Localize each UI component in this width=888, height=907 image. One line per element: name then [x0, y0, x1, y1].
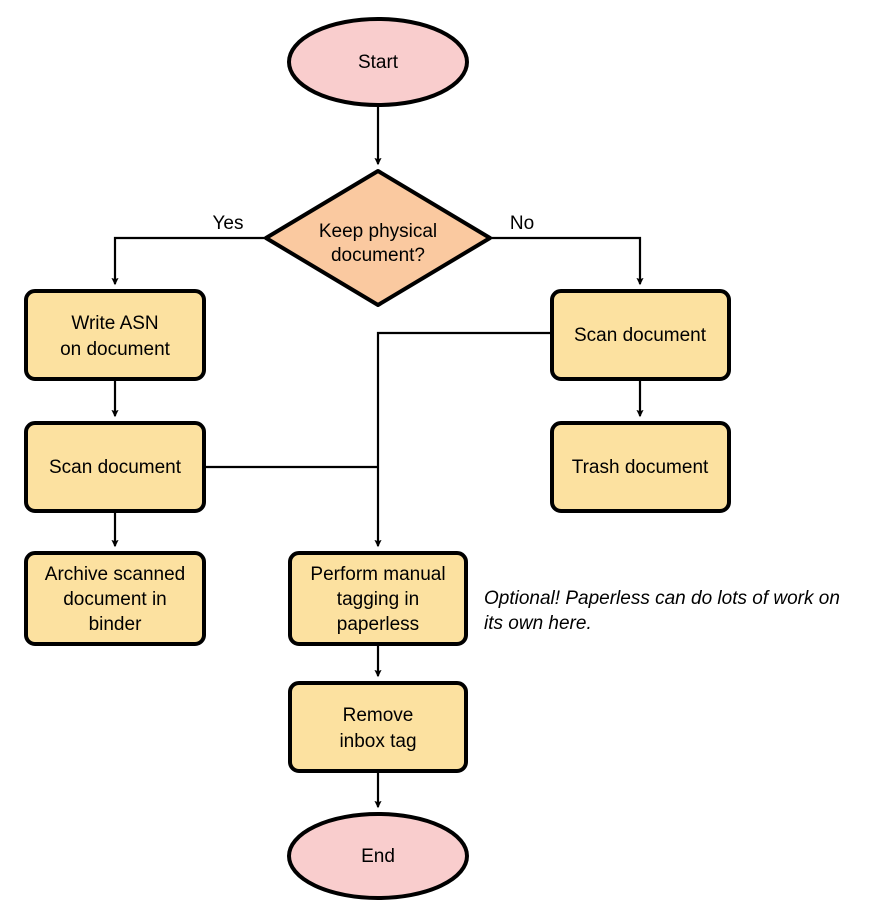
- start-label: Start: [358, 52, 399, 73]
- node-decision-keep-physical[interactable]: Keep physical document?: [264, 169, 492, 307]
- decision-label-line2: document?: [331, 245, 425, 266]
- archive-label-line3: binder: [89, 614, 142, 635]
- node-remove-inbox-tag[interactable]: Remove inbox tag: [288, 681, 468, 773]
- start-terminator-shape: [287, 17, 469, 107]
- manual-tagging-box-shape: [288, 551, 468, 646]
- decision-label-line1: Keep physical: [319, 221, 437, 242]
- scan-document-left-box-shape: [24, 421, 206, 513]
- archive-label-line2: document in: [63, 589, 167, 610]
- edge-label-yes: Yes: [213, 213, 244, 234]
- edge-label-no: No: [510, 213, 534, 234]
- optional-note-line1: Optional! Paperless can do lots of work …: [484, 588, 840, 609]
- write-asn-label-line1: Write ASN: [71, 313, 158, 334]
- write-asn-box-shape: [24, 289, 206, 381]
- annotation-optional-note: Optional! Paperless can do lots of work …: [484, 588, 840, 634]
- decision-diamond-shape: [264, 169, 492, 307]
- archive-label-line1: Archive scanned: [45, 564, 185, 585]
- trash-document-box-shape: [550, 421, 731, 513]
- edge-scan-right-to-manual-tagging: [374, 331, 552, 548]
- end-label: End: [361, 846, 395, 867]
- optional-note-line2: its own here.: [484, 613, 592, 634]
- edge-decision-no-to-scan-right: [490, 236, 644, 286]
- remove-inbox-label-line2: inbox tag: [339, 731, 416, 752]
- connector-layer: [111, 105, 644, 809]
- scan-document-right-box-shape: [550, 289, 731, 381]
- trash-document-label: Trash document: [572, 457, 709, 478]
- scan-document-right-label: Scan document: [574, 325, 707, 346]
- manual-tagging-label-line3: paperless: [337, 614, 419, 635]
- node-start[interactable]: Start: [287, 17, 469, 107]
- end-terminator-shape: [287, 812, 469, 900]
- manual-tagging-label-line1: Perform manual: [310, 564, 445, 585]
- write-asn-label-line2: on document: [60, 339, 171, 360]
- node-end[interactable]: End: [287, 812, 469, 900]
- node-scan-document-left[interactable]: Scan document: [24, 421, 206, 513]
- remove-inbox-label-line1: Remove: [343, 705, 414, 726]
- archive-box-shape: [24, 551, 206, 646]
- scan-document-left-label: Scan document: [49, 457, 182, 478]
- node-perform-manual-tagging[interactable]: Perform manual tagging in paperless: [288, 551, 468, 646]
- node-trash-document[interactable]: Trash document: [550, 421, 731, 513]
- edge-decision-yes-to-write-asn: [111, 236, 265, 286]
- node-archive-scanned-document[interactable]: Archive scanned document in binder: [24, 551, 206, 646]
- node-write-asn[interactable]: Write ASN on document: [24, 289, 206, 381]
- node-scan-document-right[interactable]: Scan document: [550, 289, 731, 381]
- manual-tagging-label-line2: tagging in: [337, 589, 419, 610]
- remove-inbox-box-shape: [288, 681, 468, 773]
